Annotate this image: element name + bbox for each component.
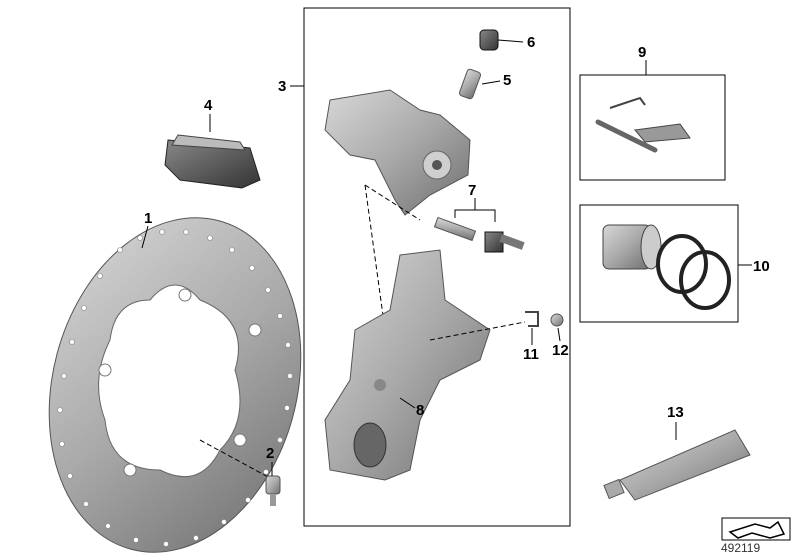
callout-12[interactable]: 12	[552, 342, 569, 359]
callout-1[interactable]: 1	[144, 210, 153, 227]
kit-10-box	[579, 204, 739, 323]
grease-tube[interactable]	[603, 429, 751, 501]
brake-pads[interactable]	[164, 134, 261, 189]
callout-3[interactable]: 3	[278, 78, 287, 95]
callout-10[interactable]: 10	[753, 258, 770, 275]
callout-7[interactable]: 7	[468, 182, 477, 199]
bleed-valve[interactable]	[458, 68, 482, 100]
callout-9[interactable]: 9	[638, 44, 647, 61]
callout-8[interactable]: 8	[416, 402, 425, 419]
kit-9-box	[579, 74, 726, 181]
callout-4[interactable]: 4	[204, 97, 213, 114]
callout-6[interactable]: 6	[527, 34, 536, 51]
callout-13[interactable]: 13	[667, 404, 684, 421]
callout-2[interactable]: 2	[266, 445, 275, 462]
callout-11[interactable]: 11	[523, 346, 539, 363]
diagram-id: 492119	[721, 541, 761, 555]
leader-lines	[141, 39, 752, 476]
piston-and-seals[interactable]	[602, 224, 731, 310]
caliper-carrier[interactable]	[324, 249, 491, 481]
guide-pins[interactable]	[364, 184, 525, 331]
pad-retaining-kit[interactable]	[595, 96, 691, 153]
clip[interactable]	[429, 311, 539, 341]
callout-5[interactable]: 5	[503, 72, 512, 89]
next-diagram-arrow-icon[interactable]	[721, 517, 791, 541]
brake-caliper[interactable]	[324, 89, 471, 216]
brake-disc[interactable]	[13, 189, 337, 560]
bolt[interactable]	[199, 439, 281, 506]
screw[interactable]	[550, 313, 564, 327]
dust-cap[interactable]	[479, 29, 499, 51]
caliper-group-box	[303, 7, 571, 527]
